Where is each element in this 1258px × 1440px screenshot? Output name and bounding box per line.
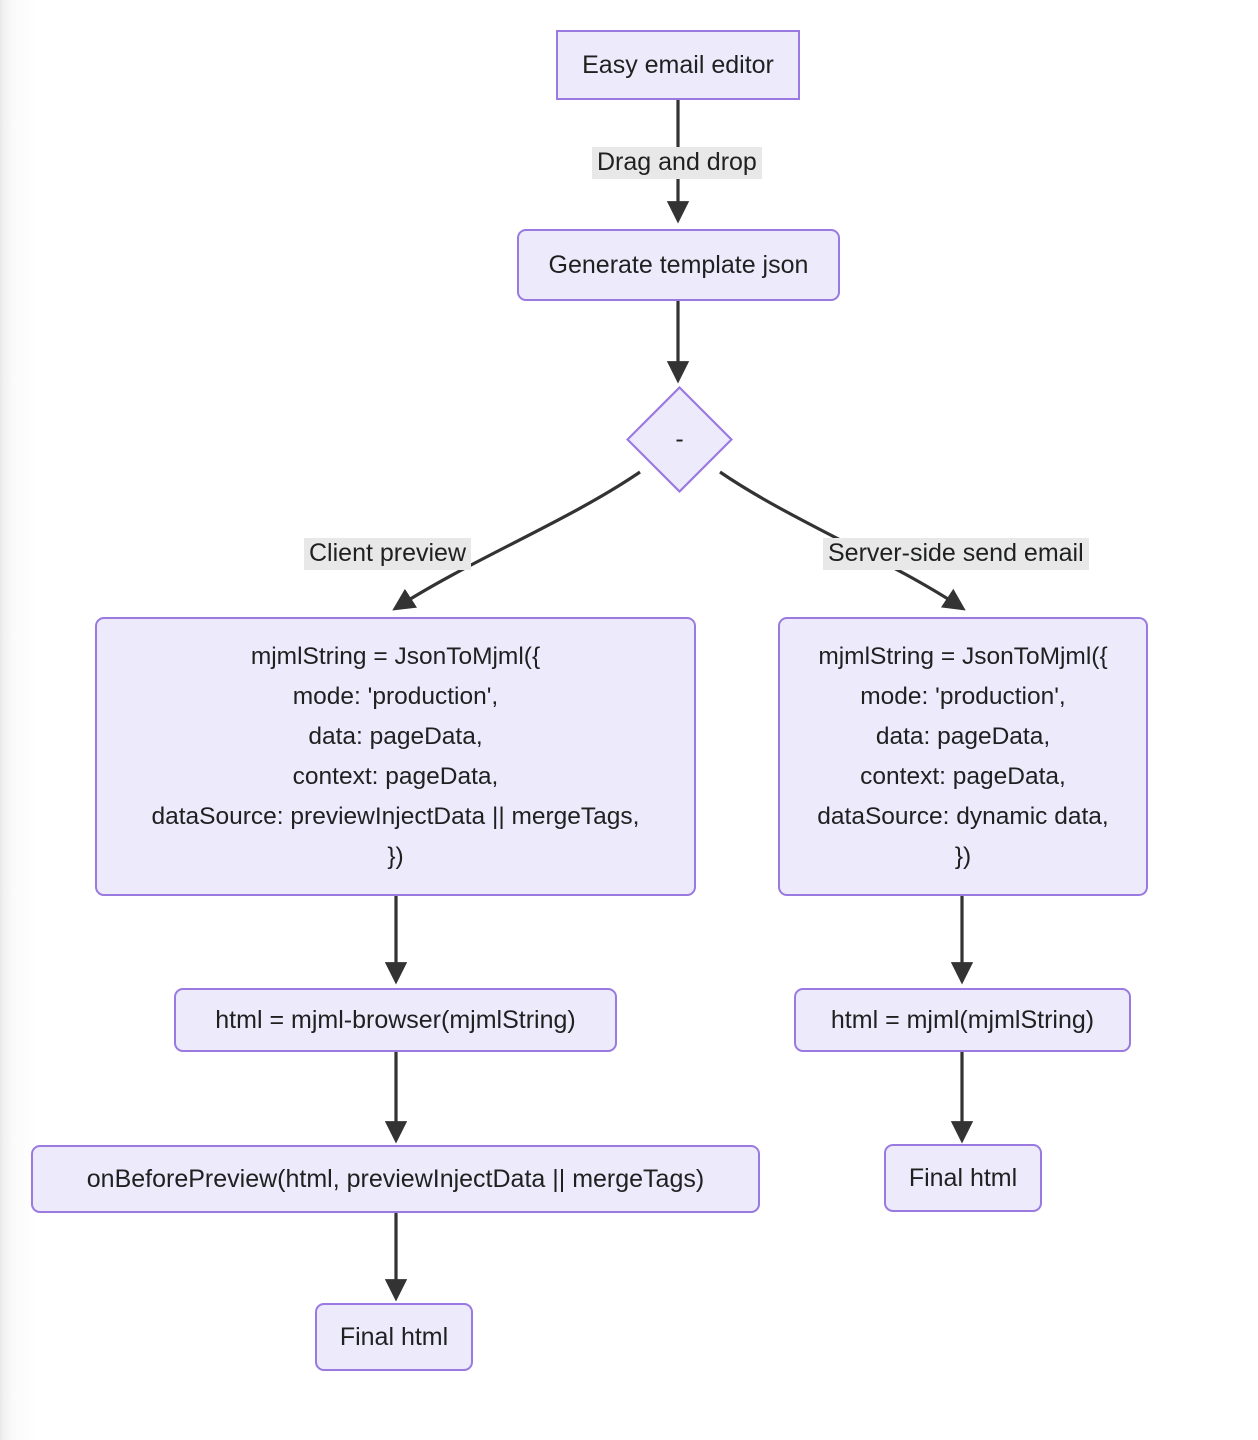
edge-label-server-side-send-email: Server-side send email xyxy=(823,538,1089,570)
node-label: mjmlString = JsonToMjml({ mode: 'product… xyxy=(817,642,1109,870)
edge-label-text: Server-side send email xyxy=(828,539,1084,567)
node-server-final-html[interactable]: Final html xyxy=(884,1144,1042,1212)
node-label: mjmlString = JsonToMjml({ mode: 'product… xyxy=(151,642,640,870)
node-label: html = mjml(mjmlString) xyxy=(830,1005,1095,1034)
node-label: Generate template json xyxy=(548,250,809,279)
node-server-mjml-string[interactable]: mjmlString = JsonToMjml({ mode: 'product… xyxy=(778,617,1148,896)
node-client-final-html[interactable]: Final html xyxy=(315,1303,473,1371)
node-label: html = mjml-browser(mjmlString) xyxy=(215,1005,576,1034)
edge-label-text: Drag and drop xyxy=(597,148,757,176)
diamond-shape xyxy=(625,385,734,494)
node-server-html-mjml[interactable]: html = mjml(mjmlString) xyxy=(794,988,1131,1052)
node-label: Easy email editor xyxy=(582,50,774,79)
edge-label-client-preview: Client preview xyxy=(304,538,472,570)
node-label: Final html xyxy=(908,1163,1018,1192)
edge-label-drag-and-drop: Drag and drop xyxy=(592,147,762,179)
node-generate-template-json[interactable]: Generate template json xyxy=(517,229,840,301)
node-label: Final html xyxy=(339,1322,449,1351)
node-client-mjml-string[interactable]: mjmlString = JsonToMjml({ mode: 'product… xyxy=(95,617,696,896)
node-on-before-preview[interactable]: onBeforePreview(html, previewInjectData … xyxy=(31,1145,760,1213)
edge-label-text: Client preview xyxy=(309,539,467,567)
node-decision[interactable]: - xyxy=(625,385,734,494)
node-client-html-mjml-browser[interactable]: html = mjml-browser(mjmlString) xyxy=(174,988,617,1052)
node-easy-email-editor[interactable]: Easy email editor xyxy=(556,30,800,100)
node-label: - xyxy=(675,425,684,453)
node-label: onBeforePreview(html, previewInjectData … xyxy=(86,1164,705,1193)
